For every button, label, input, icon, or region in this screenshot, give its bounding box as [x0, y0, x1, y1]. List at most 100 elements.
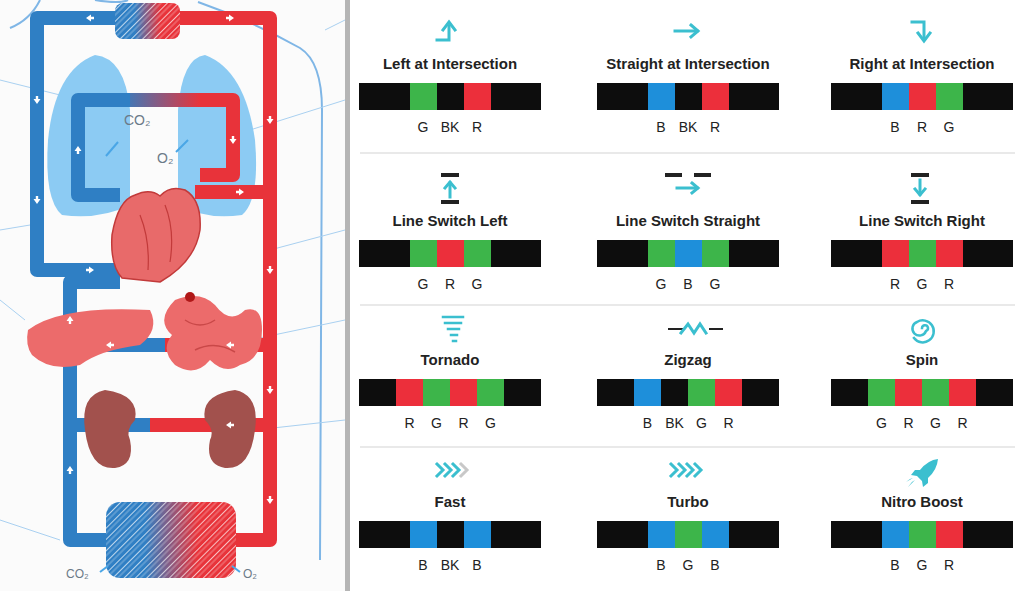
color-segment — [882, 83, 909, 110]
color-letter: B — [880, 557, 910, 573]
color-segment — [909, 240, 936, 267]
code-title: Straight at Intersection — [573, 55, 803, 73]
code-cell: Nitro BoostBGR — [807, 493, 1024, 583]
color-segment — [675, 83, 702, 110]
color-segment — [423, 379, 450, 406]
color-letter: G — [646, 276, 676, 292]
code-title: Line Switch Straight — [573, 212, 803, 230]
code-title: Turbo — [573, 493, 803, 511]
code-title: Line Switch Left — [335, 212, 565, 230]
color-letter: G — [687, 415, 717, 431]
code-cell: Right at IntersectionBRG — [807, 55, 1024, 145]
color-segment — [464, 240, 491, 267]
color-segment — [868, 379, 895, 406]
color-letter: R — [435, 276, 465, 292]
code-title: Nitro Boost — [807, 493, 1024, 511]
gas-label: O₂ — [157, 150, 173, 166]
color-segment — [922, 379, 949, 406]
color-segment — [648, 83, 675, 110]
color-segment — [450, 379, 477, 406]
code-title: Fast — [335, 493, 565, 511]
color-letter: G — [700, 276, 730, 292]
color-segment — [936, 83, 963, 110]
color-letter: G — [934, 119, 964, 135]
code-title: Line Switch Right — [807, 212, 1024, 230]
color-letter: B — [646, 557, 676, 573]
color-segment — [396, 379, 423, 406]
code-cell: ZigzagBBKGR — [573, 351, 803, 441]
code-cell: TurboBGB — [573, 493, 803, 583]
color-bar — [831, 83, 1013, 110]
color-segment — [410, 240, 437, 267]
color-segment — [688, 379, 715, 406]
color-letter: R — [907, 119, 937, 135]
color-segment — [715, 379, 742, 406]
color-bar — [359, 521, 541, 548]
code-cell: Left at IntersectionGBKR — [335, 55, 565, 145]
color-bar — [597, 521, 779, 548]
color-bar — [359, 83, 541, 110]
code-title: Left at Intersection — [335, 55, 565, 73]
color-letter: G — [476, 415, 506, 431]
color-segment — [909, 521, 936, 548]
color-letter: B — [408, 557, 438, 573]
color-letter: B — [880, 119, 910, 135]
color-segment — [882, 240, 909, 267]
color-segment — [464, 83, 491, 110]
color-letter: G — [921, 415, 951, 431]
color-bar — [597, 379, 779, 406]
color-segment — [437, 83, 464, 110]
color-letter: BK — [673, 119, 703, 135]
color-segment — [702, 240, 729, 267]
color-segment — [702, 521, 729, 548]
gas-label: O₂ — [243, 566, 257, 582]
code-cell: Line Switch LeftGRG — [335, 212, 565, 302]
gas-label: CO₂ — [66, 566, 89, 582]
color-letter: BK — [435, 119, 465, 135]
code-title: Tornado — [335, 351, 565, 369]
color-letter: R — [948, 415, 978, 431]
color-bar — [597, 83, 779, 110]
color-segment — [437, 240, 464, 267]
color-segment — [410, 521, 437, 548]
color-letter: R — [700, 119, 730, 135]
color-letter: BK — [660, 415, 690, 431]
color-bar — [831, 521, 1013, 548]
color-letter: R — [449, 415, 479, 431]
color-letter: BK — [435, 557, 465, 573]
color-segment — [936, 240, 963, 267]
color-segment — [437, 521, 464, 548]
color-letter: G — [422, 415, 452, 431]
color-segment — [634, 379, 661, 406]
gas-label: CO₂ — [124, 112, 150, 128]
code-cell: Line Switch StraightGBG — [573, 212, 803, 302]
color-letter: R — [462, 119, 492, 135]
color-segment — [949, 379, 976, 406]
color-letter: G — [907, 557, 937, 573]
color-bar — [831, 240, 1013, 267]
color-letter: G — [867, 415, 897, 431]
color-segment — [410, 83, 437, 110]
code-cell: TornadoRGRG — [335, 351, 565, 441]
color-letter: B — [646, 119, 676, 135]
code-cell: Line Switch RightRGR — [807, 212, 1024, 302]
color-segment — [464, 521, 491, 548]
color-segment — [648, 521, 675, 548]
code-cell: FastBBKB — [335, 493, 565, 583]
color-letter: G — [408, 119, 438, 135]
code-cell: SpinGRGR — [807, 351, 1024, 441]
color-letter: G — [408, 276, 438, 292]
color-segment — [936, 521, 963, 548]
color-letter: B — [462, 557, 492, 573]
color-segment — [909, 83, 936, 110]
color-segment — [675, 521, 702, 548]
color-letter: B — [700, 557, 730, 573]
color-letter: R — [395, 415, 425, 431]
color-letter: R — [714, 415, 744, 431]
color-segment — [882, 521, 909, 548]
color-letter: R — [934, 557, 964, 573]
color-letter: G — [673, 557, 703, 573]
color-letter: B — [633, 415, 663, 431]
color-letter: G — [907, 276, 937, 292]
color-bar — [359, 379, 541, 406]
